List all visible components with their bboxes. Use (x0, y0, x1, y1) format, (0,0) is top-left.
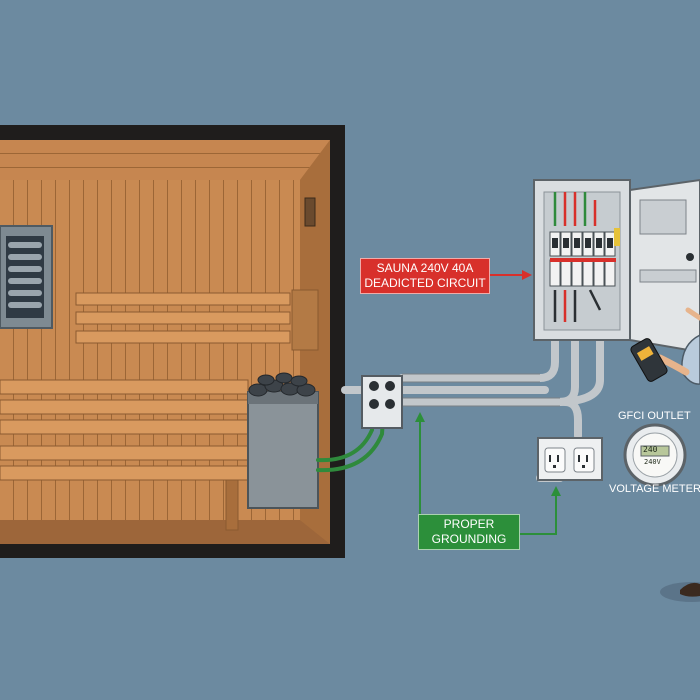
lower-bench (0, 379, 249, 531)
electrician-icon (630, 307, 700, 602)
voltage-meter-label: VOLTAGE METER (609, 483, 700, 495)
grounding-line1: PROPER (443, 517, 495, 531)
sauna-ceiling (0, 140, 330, 180)
grounding-line2: GROUNDING (431, 532, 507, 546)
ground-wires (316, 394, 386, 473)
junction-box-icon (361, 375, 403, 429)
sauna-heater-icon (247, 372, 319, 509)
conduit-runs (341, 336, 604, 482)
sauna-room (0, 125, 345, 558)
meter-readout-bottom: 240V (644, 458, 661, 466)
gfci-outlet-icon (537, 437, 603, 481)
voltage-meter-icon (623, 423, 687, 487)
wall-heater-icon (0, 225, 53, 329)
sauna-circuit-callout: SAUNA 240V 40A DEADICTED CIRCUIT (360, 258, 490, 294)
thermometer-icon (304, 197, 316, 227)
gfci-outlet-label: GFCI OUTLET (618, 410, 691, 422)
sauna-floor (0, 520, 330, 544)
sauna-circuit-line1: SAUNA 240V 40A (376, 261, 474, 275)
callout-arrows (415, 270, 561, 535)
upper-bench (75, 289, 319, 351)
grounding-callout: PROPER GROUNDING (418, 514, 520, 550)
breaker-panel-icon (533, 178, 700, 354)
sauna-circuit-line2: DEADICTED CIRCUIT (364, 276, 486, 290)
meter-readout-top: 240 (643, 445, 658, 454)
